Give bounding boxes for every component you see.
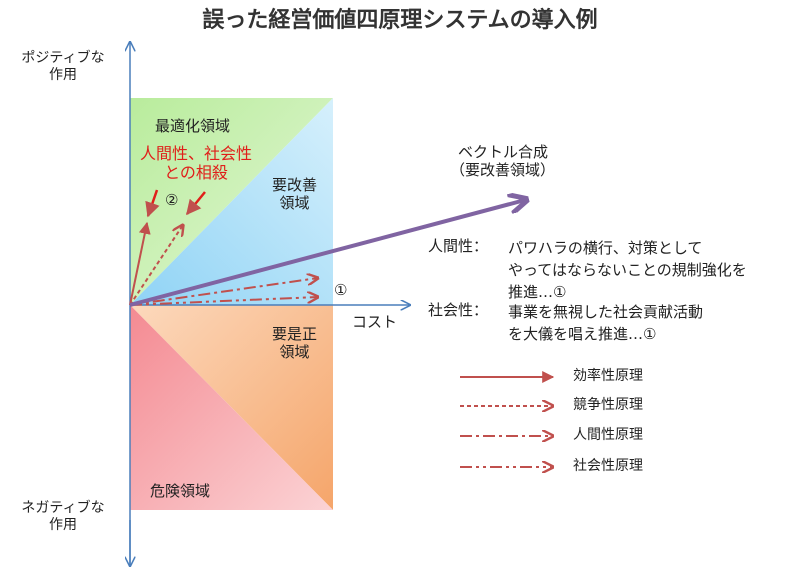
zone-improve-label: 要改善 領域 <box>272 176 317 212</box>
legend-human: 人間性原理 <box>573 427 643 443</box>
zone-optimize-label: 最適化領域 <box>155 117 231 135</box>
note-human-line-3: 推進…① <box>508 283 567 301</box>
arrow-efficiency <box>129 221 151 306</box>
note-human-text: パワハラの横行、対策として やってはならないことの規制強化を 推進…① <box>508 237 747 303</box>
zone-danger-shape <box>130 305 333 510</box>
zone-correct-label: 要是正 領域 <box>272 325 317 361</box>
pointer-arrow-right <box>186 191 206 216</box>
y-axis-bottom-line-1: ネガティブな <box>21 500 105 516</box>
y-axis-bottom-label: ネガティブな 作用 <box>3 500 123 534</box>
conflict-label: 人間性、社会性 との相殺 <box>140 144 252 182</box>
page-title: 誤った経営価値四原理システムの導入例 <box>202 8 598 33</box>
zone-correct-line-1: 要是正 <box>272 325 318 343</box>
vector-label-line-1: ベクトル合成 <box>458 143 549 161</box>
zone-correct-line-2: 領域 <box>279 343 310 361</box>
legend-competition: 競争性原理 <box>573 397 643 413</box>
y-axis-bottom-line-2: 作用 <box>49 516 77 533</box>
x-axis-label: コスト <box>352 313 398 331</box>
zone-danger-label: 危険領域 <box>150 482 211 500</box>
marker-1: ① <box>334 281 348 299</box>
vector-label: ベクトル合成 （要改善領域） <box>450 143 555 179</box>
legend-efficiency: 効率性原理 <box>573 368 643 384</box>
note-social-line-2: を大儀を唱え推進…① <box>508 325 657 343</box>
y-axis-top-line-1: ポジティブな <box>21 50 105 66</box>
note-human-line-2: やってはならないことの規制強化を <box>508 261 747 279</box>
y-axis-top-label: ポジティブな 作用 <box>3 50 123 84</box>
arrow-competition <box>129 225 183 306</box>
note-human-label: 人間性： <box>428 237 489 255</box>
zone-improve-line-1: 要改善 <box>272 176 318 194</box>
conflict-line-1: 人間性、社会性 <box>140 144 253 163</box>
arrow-human <box>129 278 318 306</box>
note-human-line-1: パワハラの横行、対策として <box>508 239 703 257</box>
y-axis-top-line-2: 作用 <box>49 66 77 83</box>
note-social-line-1: 事業を無視した社会貢献活動 <box>508 303 704 321</box>
note-social-text: 事業を無視した社会貢献活動 を大儀を唱え推進…① <box>508 301 703 345</box>
vector-label-line-2: （要改善領域） <box>450 161 556 179</box>
note-social-label: 社会性： <box>428 301 489 319</box>
pointer-arrow-left <box>145 189 160 218</box>
legend-social: 社会性原理 <box>573 458 643 474</box>
arrow-social <box>129 297 318 306</box>
conflict-line-2: との相殺 <box>164 163 228 183</box>
marker-2: ② <box>165 191 179 209</box>
zone-improve-line-2: 領域 <box>279 194 310 212</box>
zone-improve-shape <box>130 98 333 305</box>
arrow-vector-sum <box>129 200 525 307</box>
